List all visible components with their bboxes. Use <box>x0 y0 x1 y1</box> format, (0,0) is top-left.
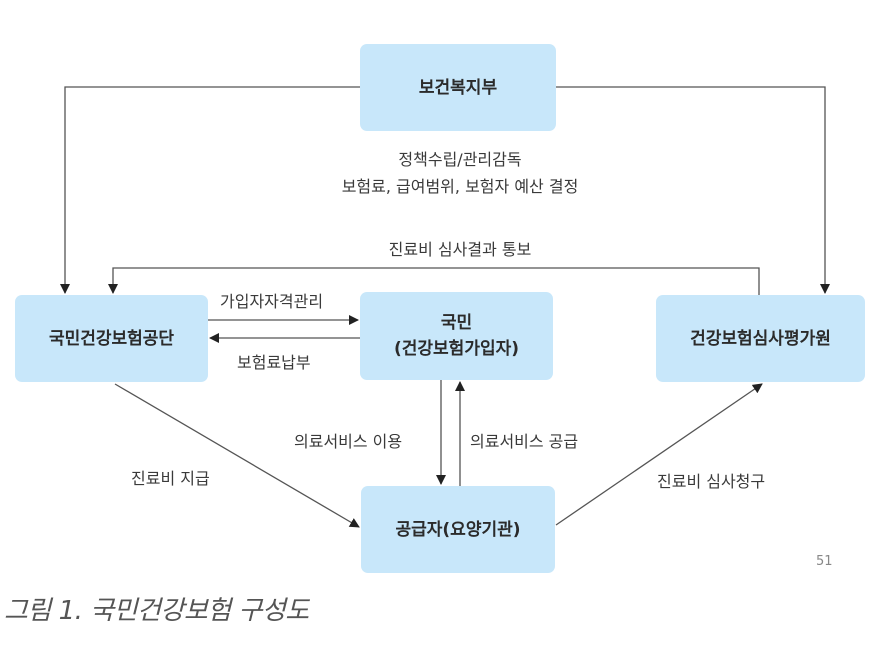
page-number: 51 <box>816 554 833 569</box>
label-premium: 보험료납부 <box>237 353 311 372</box>
figure-caption: 그림 1. 국민건강보험 구성도 <box>4 596 309 626</box>
node-nhis-label: 국민건강보험공단 <box>48 328 175 349</box>
label-policy-line1: 정책수립/관리감독 <box>398 150 522 169</box>
label-qualification: 가입자자격관리 <box>220 292 324 311</box>
node-citizen-label-line1: 국민 <box>440 313 473 333</box>
arrow-payment <box>114 383 360 528</box>
label-claim: 진료비 심사청구 <box>657 472 766 491</box>
arrow-ministry-to-hira <box>556 86 830 294</box>
node-citizen: 국민 (건강보험가입자) <box>360 292 553 380</box>
arrow-claim <box>555 383 763 526</box>
label-service-use: 의료서비스 이용 <box>294 432 403 451</box>
node-ministry-label: 보건복지부 <box>418 77 498 98</box>
label-review-result: 진료비 심사결과 통보 <box>388 240 532 259</box>
label-payment: 진료비 지급 <box>131 469 210 488</box>
node-provider-label: 공급자(요양기관) <box>395 519 521 540</box>
node-citizen-label-line2: (건강보험가입자) <box>393 339 520 359</box>
node-nhis: 국민건강보험공단 <box>15 295 208 382</box>
arrow-review-result <box>108 267 760 295</box>
node-provider: 공급자(요양기관) <box>361 486 555 573</box>
label-service-supply: 의료서비스 공급 <box>470 432 579 451</box>
arrow-ministry-to-nhis <box>60 86 360 294</box>
label-policy-line2: 보험료, 급여범위, 보험자 예산 결정 <box>341 177 579 196</box>
node-hira: 건강보험심사평가원 <box>656 295 865 382</box>
node-hira-label: 건강보험심사평가원 <box>690 328 831 349</box>
node-ministry: 보건복지부 <box>360 44 556 131</box>
